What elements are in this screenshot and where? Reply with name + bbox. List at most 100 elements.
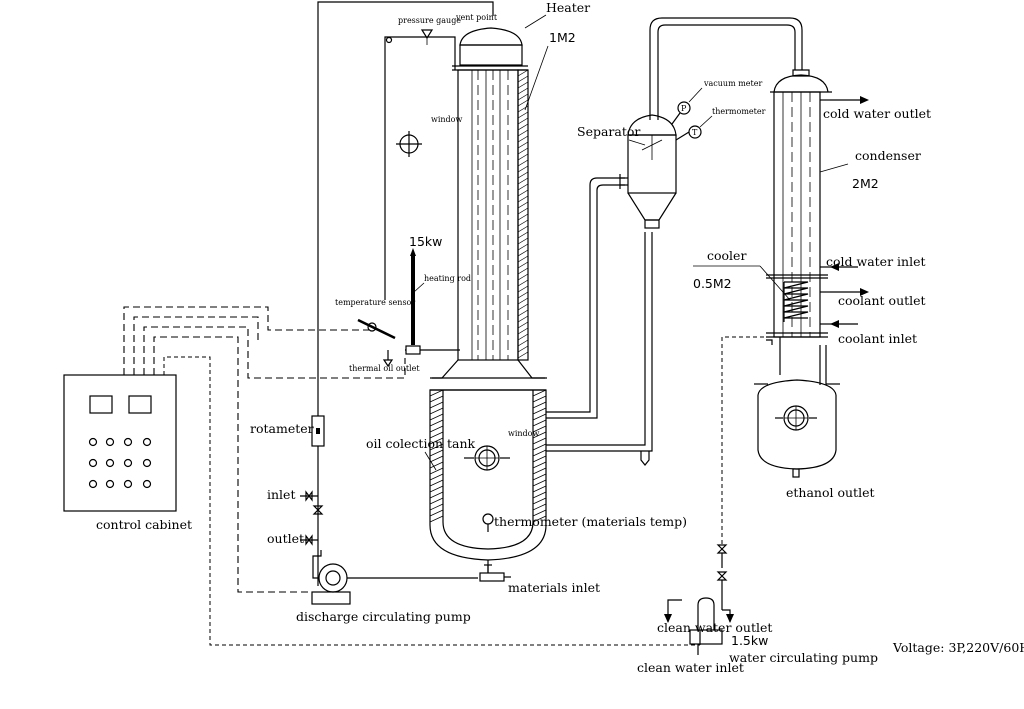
insulation-hatch-line [532,443,547,451]
clean-water-inlet-label: clean water inlet [637,660,744,675]
oil-collection-tank [429,359,547,573]
control-cabinet-buttons [88,437,152,489]
coolant-outlet-label: coolant outlet [838,293,926,308]
insulation-hatch-line [517,333,529,341]
ethanol-receiver [754,337,840,478]
insulation-hatch-line [517,315,529,323]
insulation-hatch-line [517,309,529,317]
insulation-hatch-line [517,99,529,107]
thermometer-label: thermometer [712,107,766,116]
insulation-hatch-line [517,117,529,125]
control-cabinet-label: control cabinet [96,517,192,532]
insulation-hatch-line [517,75,529,83]
insulation-hatch-line [517,135,529,143]
insulation-hatch-line [429,449,444,457]
vacuum-meter-label: vacuum meter [703,79,762,88]
insulation-hatch-line [532,389,547,397]
insulation-hatch-line [532,407,547,415]
insulation-hatch-line [429,389,444,397]
insulation-hatch-line [517,141,529,149]
inlet-valve-vertical [312,505,324,515]
separator [619,17,803,229]
insulation-hatch-line [532,449,547,457]
insulation-hatch-line [517,249,529,257]
sight-window-top [396,131,422,157]
insulation-hatch-line [429,485,444,493]
insulation-hatch-line [429,401,444,409]
insulation-hatch-line [429,395,444,403]
voltage-label: Voltage: 3P,220V/60Hz [892,640,1024,655]
thermometer-materials-label: thermometer (materials temp) [494,514,687,529]
cold-water-outlet-label: cold water outlet [823,106,931,121]
insulation-hatch-line [517,255,529,263]
insulation-hatch-line [429,437,444,445]
cold-water-inlet-label: cold water inlet [826,254,926,269]
insulation-hatch-line [517,231,529,239]
insulation-hatch-line [517,177,529,185]
insulation-hatch-line [429,497,444,505]
insulation-hatch-line [517,159,529,167]
cooler-area-label: 0.5M2 [693,276,732,291]
condenser [766,69,832,338]
heater-area-label: 1M2 [549,30,576,45]
condenser-arrows [830,96,869,328]
insulation-hatch-line [517,195,529,203]
insulation-hatch-line [517,297,529,305]
power-1-5kw-label: 1.5kw [731,633,768,648]
outlet-valve [300,534,318,546]
insulation-hatch-line [517,147,529,155]
ethanol-outlet-label: ethanol outlet [786,485,875,500]
cooling-water-line [716,336,764,610]
insulation-hatch-line [517,225,529,233]
insulation-hatch-line [532,413,547,421]
insulation-hatch-line [429,413,444,421]
insulation-hatch-line [532,485,547,493]
insulation-hatch-line [532,491,547,499]
insulation-hatch-line [517,93,529,101]
insulation-hatch-line [429,473,444,481]
discharge-circulating-pump [311,550,478,605]
materials-thermometer [482,513,494,532]
insulation-hatch-line [517,183,529,191]
heating-rod [405,248,460,355]
insulation-hatch-line [532,503,547,511]
pressure-gauge-label: pressure gauge [398,16,461,25]
insulation-hatch-line [429,455,444,463]
cooler-label: cooler [707,248,746,263]
vapor-pipes [546,177,653,466]
thermometer-symbol: T [692,128,698,137]
insulation-hatch-line [517,153,529,161]
insulation-hatch-line [517,171,529,179]
heater-column [452,27,529,361]
thermal-oil-outlet [382,350,394,368]
insulation-hatch-line [532,515,547,523]
insulation-hatch-line [429,467,444,475]
tank-insulation [429,389,547,523]
heating-rod-label: heating rod [424,274,471,283]
insulation-hatch-line [517,273,529,281]
insulation-hatch-line [532,509,547,517]
insulation-hatch-line [429,407,444,415]
insulation-hatch-line [517,207,529,215]
insulation-hatch-line [532,431,547,439]
thermometer-gauge: T [675,125,702,141]
insulation-hatch-line [532,473,547,481]
insulation-hatch-line [429,515,444,523]
heater-label: Heater [546,0,590,15]
insulation-hatch-line [517,345,529,353]
insulation-hatch-line [429,419,444,427]
insulation-hatch-line [517,303,529,311]
insulation-hatch-line [517,81,529,89]
materials-inlet-valve [479,564,511,582]
insulation-hatch-line [532,467,547,475]
control-cabinet [63,374,177,512]
inlet-label: inlet [267,487,295,502]
insulation-hatch-line [532,455,547,463]
rotameter-label: rotameter [250,421,314,436]
insulation-hatch-line [517,261,529,269]
insulation-hatch-line [532,395,547,403]
insulation-hatch-line [517,201,529,209]
insulation-hatch-line [517,243,529,251]
condenser-label: condenser [855,148,921,163]
discharge-pump-label: discharge circulating pump [296,609,471,624]
